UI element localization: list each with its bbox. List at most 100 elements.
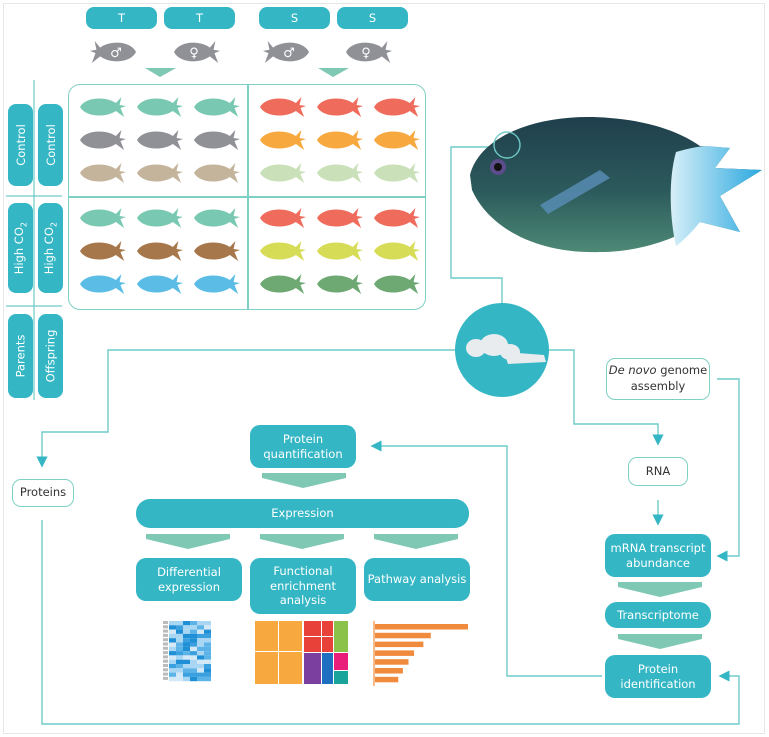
denovo-to-mrna-line <box>716 378 740 562</box>
grid-fish-s <box>317 208 363 228</box>
functional-enrichment-node: Functional enrichment analysis <box>250 558 356 614</box>
heatmap-cell <box>197 672 204 677</box>
expression-to-pathway-arrow <box>374 534 458 549</box>
grid-horizontal-divider <box>69 196 425 198</box>
heatmap-cell <box>176 651 183 656</box>
heatmap-cell <box>197 629 204 634</box>
heatmap-row-label <box>163 668 168 672</box>
heatmap-row-label <box>163 655 168 659</box>
heatmap-cell <box>190 659 197 664</box>
parent-label-s-female: S <box>337 7 408 29</box>
heatmap-row-label <box>163 664 168 667</box>
parent-cross-arrow-left <box>145 68 176 77</box>
heatmap-cell <box>169 672 176 677</box>
heatmap-cell <box>190 642 197 647</box>
grid-fish-t <box>137 241 183 261</box>
parent-label-t-male: T <box>86 7 157 29</box>
grid-fish-s <box>374 208 420 228</box>
heatmap-cell <box>197 621 204 626</box>
expression-to-functional-arrow <box>260 534 344 549</box>
heatmap-cell <box>176 676 183 682</box>
grid-fish-t <box>80 241 126 261</box>
heatmap-cell <box>197 638 204 643</box>
heatmap-cell <box>204 629 211 634</box>
bar <box>375 641 424 648</box>
heatmap-cell <box>190 633 197 639</box>
heatmap-cell <box>169 629 176 634</box>
grid-fish-t <box>137 163 183 183</box>
fish-pectoral-fin <box>540 170 610 214</box>
heatmap-cell <box>169 668 176 673</box>
treemap-chart <box>255 621 348 684</box>
parent-fish-s-female <box>346 41 392 63</box>
heatmap-cell <box>169 676 176 682</box>
heatmap-cell <box>169 646 176 652</box>
bar <box>375 624 468 630</box>
heatmap-cell <box>176 629 183 634</box>
treemap-tile <box>322 637 333 652</box>
bar <box>375 659 409 665</box>
offspring-group-label: Offspring <box>38 314 63 398</box>
female-symbol-icon: ♀ <box>189 46 199 61</box>
brain-to-rna-line <box>548 349 664 446</box>
rna-node: RNA <box>628 457 688 486</box>
grid-fish-t <box>194 130 240 150</box>
grid-fish-s <box>317 130 363 150</box>
grid-fish-s <box>317 241 363 261</box>
grid-fish-t <box>80 274 126 294</box>
heatmap-cell <box>204 668 211 673</box>
treemap-tile <box>304 653 321 684</box>
heatmap-cell <box>169 659 176 664</box>
heatmap-cell <box>169 621 176 626</box>
grid-fish-s <box>317 97 363 117</box>
heatmap-cell <box>204 638 211 643</box>
grid-fish-t <box>137 130 183 150</box>
heatmap-row-label <box>163 659 168 663</box>
male-symbol-icon: ♂ <box>283 46 295 61</box>
grid-fish-s <box>317 274 363 294</box>
parent-fish-t-female <box>174 41 220 63</box>
heatmap-cell <box>183 638 190 643</box>
heatmap-cell <box>190 621 197 626</box>
grid-fish-s <box>260 163 306 183</box>
treemap-tile <box>334 671 348 684</box>
heatmap-row-label <box>163 642 168 646</box>
bar <box>375 650 415 656</box>
expression-to-differential-arrow <box>146 534 230 549</box>
bar <box>375 668 403 674</box>
treemap-tile <box>322 653 333 684</box>
grid-fish-s <box>317 163 363 183</box>
heatmap-cell <box>197 646 204 652</box>
heatmap-cell <box>176 655 183 660</box>
parent-label-s-male: S <box>259 7 330 29</box>
heatmap-cell <box>197 676 204 682</box>
heatmap-cell <box>183 668 190 673</box>
grid-fish-t <box>137 97 183 117</box>
heatmap-cell <box>183 664 190 669</box>
fish-brain-highlight-circle <box>493 131 521 159</box>
mrna-abundance-node: mRNA transcript abundance <box>605 534 711 577</box>
treemap-tile <box>279 652 302 684</box>
treemap-tile <box>322 621 333 636</box>
heatmap-cell <box>176 664 183 669</box>
pathway-analysis-node: Pathway analysis <box>364 558 470 601</box>
grid-fish-s <box>374 97 420 117</box>
transcriptome-node: Transcriptome <box>605 602 711 628</box>
grid-fish-t <box>194 241 240 261</box>
heatmap-cell <box>183 672 190 677</box>
identification-to-quantification-line <box>370 440 602 677</box>
expression-node: Expression <box>136 499 469 528</box>
heatmap-cell <box>204 664 211 669</box>
grid-fish-t <box>80 130 126 150</box>
heatmap-row-label <box>163 651 168 655</box>
treemap-tile <box>334 621 348 652</box>
bar-chart <box>373 621 468 686</box>
heatmap-cell <box>183 651 190 656</box>
offspring-control-label: Control <box>38 104 63 186</box>
female-symbol-icon: ♀ <box>361 46 371 61</box>
grid-fish-t <box>137 274 183 294</box>
